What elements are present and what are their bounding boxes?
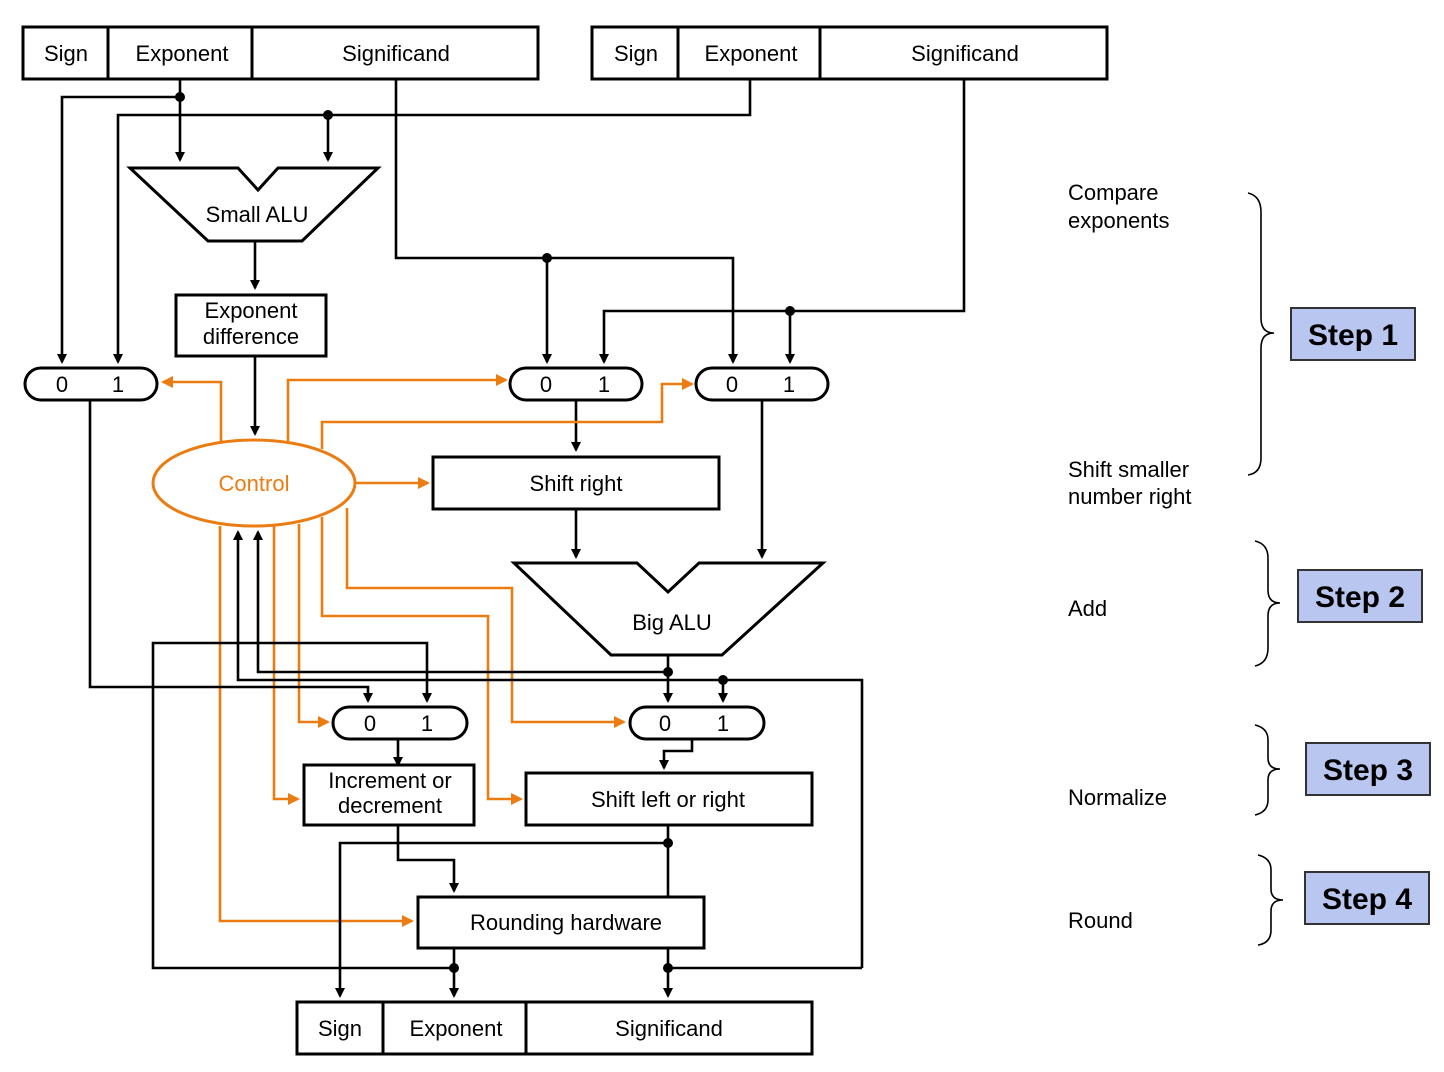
junction-dot [785,306,795,316]
small-alu: Small ALU [126,166,382,243]
brace-icon [1247,192,1275,476]
step-desc: Compare [1068,180,1158,205]
mux-input-0: 0 [56,372,68,397]
field-sign: Sign [44,41,88,66]
step-desc: number right [1068,484,1192,509]
inc-dec-line2: decrement [338,793,442,818]
small-alu-label: Small ALU [206,202,309,227]
mux-input-1: 1 [598,372,610,397]
mux-significand-b: 0 1 [694,366,830,402]
step-desc: Normalize [1068,785,1167,810]
mux-input-1: 1 [717,711,729,736]
step-badge [1304,871,1430,925]
step-desc: Round [1068,908,1133,933]
significand-wires [394,79,966,364]
step-label: Step 2 [1315,581,1405,614]
output-register: Sign Exponent Significand [295,1000,814,1056]
normalize-output-wires [335,825,673,998]
exp-diff-line1: Exponent [205,298,298,323]
register-frame [21,25,540,81]
mux-significand-a: 0 1 [508,366,644,402]
input-register-a: Sign Exponent Significand [21,25,540,81]
control-signals [161,374,694,927]
mux-input-0: 0 [364,711,376,736]
shift-right-label: Shift right [530,471,623,496]
rounding-output-wires [449,948,862,998]
rounding-label: Rounding hardware [470,910,662,935]
field-exponent: Exponent [410,1016,503,1041]
step-2-annotation: Add Step 2 [1068,540,1423,667]
step-label: Step 3 [1323,754,1413,787]
brace-icon [1254,540,1281,667]
control-label: Control [219,471,290,496]
inc-dec-line1: Increment or [328,768,452,793]
register-frame [590,25,1109,81]
mux-input-0: 0 [659,711,671,736]
mux-input-0: 0 [540,372,552,397]
step-label: Step 1 [1308,319,1398,352]
mux-input-0: 0 [726,372,738,397]
field-exponent: Exponent [136,41,229,66]
junction-dot [542,253,552,263]
step-desc: Add [1068,596,1107,621]
step-badge [1290,307,1416,361]
field-significand: Significand [615,1016,723,1041]
step-4-annotation: Round Step 4 [1068,854,1430,946]
junction-dot [323,110,333,120]
field-exponent: Exponent [705,41,798,66]
rounding-hardware-box: Rounding hardware [416,895,706,950]
big-alu: Big ALU [510,561,827,657]
field-sign: Sign [318,1016,362,1041]
shift-left-right-label: Shift left or right [591,787,745,812]
step-1-annotation: Compare exponents Shift smaller number r… [1068,180,1416,509]
step-3-annotation: Normalize Step 3 [1068,724,1431,816]
mux-input-1: 1 [783,372,795,397]
step-desc: exponents [1068,208,1170,233]
junction-dot [718,675,728,685]
mux-input-1: 1 [421,711,433,736]
step-badge [1297,569,1423,623]
step-desc: Shift smaller [1068,457,1189,482]
mux-significand-normalize: 0 1 [628,705,766,741]
big-alu-label: Big ALU [632,610,712,635]
brace-icon [1254,724,1281,816]
junction-dot [449,963,459,973]
exponent-wires [57,79,752,364]
mux-input-1: 1 [112,372,124,397]
brace-icon [1257,854,1284,946]
shift-left-right-box: Shift left or right [524,771,814,827]
field-significand: Significand [342,41,450,66]
field-significand: Significand [911,41,1019,66]
step-badge [1305,742,1431,796]
input-register-b: Sign Exponent Significand [590,25,1109,81]
field-sign: Sign [614,41,658,66]
increment-decrement-box: Increment or decrement [302,763,476,827]
exponent-difference-box: Exponent difference [174,293,328,358]
mux-exponent-normalize: 0 1 [331,705,469,741]
step-label: Step 4 [1322,883,1412,916]
control-unit: Control [151,438,357,528]
mux-exponent: 0 1 [23,366,159,402]
shift-right-box: Shift right [431,455,721,511]
junction-dot [175,92,185,102]
junction-dot [663,963,673,973]
exp-diff-line2: difference [203,324,299,349]
alu-output-wires [88,400,864,970]
